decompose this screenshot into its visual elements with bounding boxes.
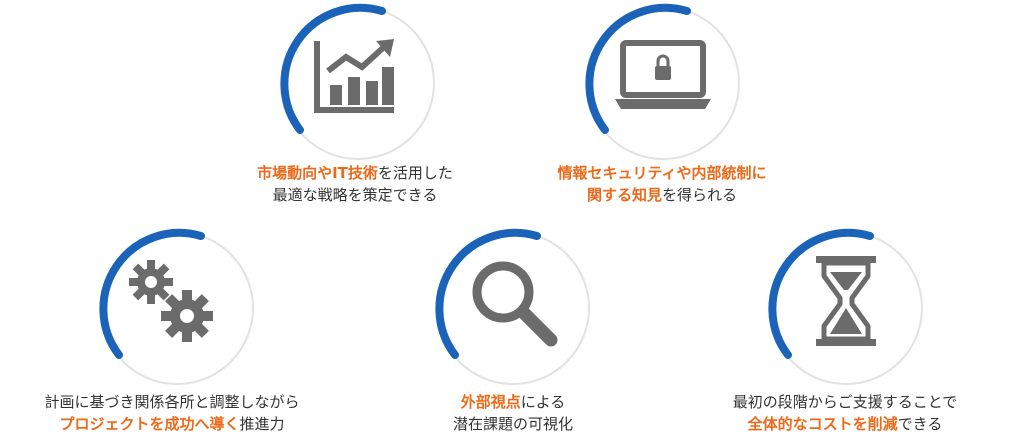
feature-caption: 外部視点による 潜在課題の可視化 [363, 391, 663, 435]
caption-highlight: 全体的なコストを削減 [747, 415, 898, 433]
gears-icon [129, 260, 213, 342]
caption-text: 推進力 [239, 415, 285, 433]
hourglass-icon [816, 256, 876, 346]
bar-chart-growth-icon [314, 39, 394, 113]
icon-ring [278, 3, 438, 163]
feature-caption: 情報セキュリティや内部統制に 関する知見を得られる [512, 162, 812, 206]
caption-text: を活用した [377, 164, 453, 182]
caption-text: できる [897, 415, 943, 433]
magnifier-icon [472, 261, 558, 347]
caption-text: による [520, 393, 566, 411]
caption-highlight: 情報セキュリティや内部統制に [557, 164, 767, 182]
icon-ring [97, 228, 257, 388]
feature-caption: 最初の段階からご支援することで 全体的なコストを削減できる [675, 391, 1015, 435]
icon-ring [766, 228, 926, 388]
feature-caption: 計画に基づき関係各所と調整しながら プロジェクトを成功へ導く推進力 [2, 391, 342, 435]
caption-highlight: 外部視点 [460, 393, 521, 411]
caption-highlight: プロジェクトを成功へ導く [59, 415, 240, 433]
laptop-lock-icon [615, 40, 711, 109]
caption-text: 潜在課題の可視化 [452, 415, 573, 433]
caption-text: を得られる [662, 186, 738, 204]
caption-text: 最適な戦略を策定できる [272, 186, 438, 204]
caption-highlight: 市場動向やIT技術 [257, 164, 378, 182]
icon-ring [583, 3, 743, 163]
caption-text: 計画に基づき関係各所と調整しながら [44, 393, 300, 411]
icon-ring [433, 228, 593, 388]
caption-highlight: 関する知見 [586, 186, 662, 204]
feature-caption: 市場動向やIT技術を活用した 最適な戦略を策定できる [205, 162, 505, 206]
caption-text: 最初の段階からご支援することで [732, 393, 958, 411]
